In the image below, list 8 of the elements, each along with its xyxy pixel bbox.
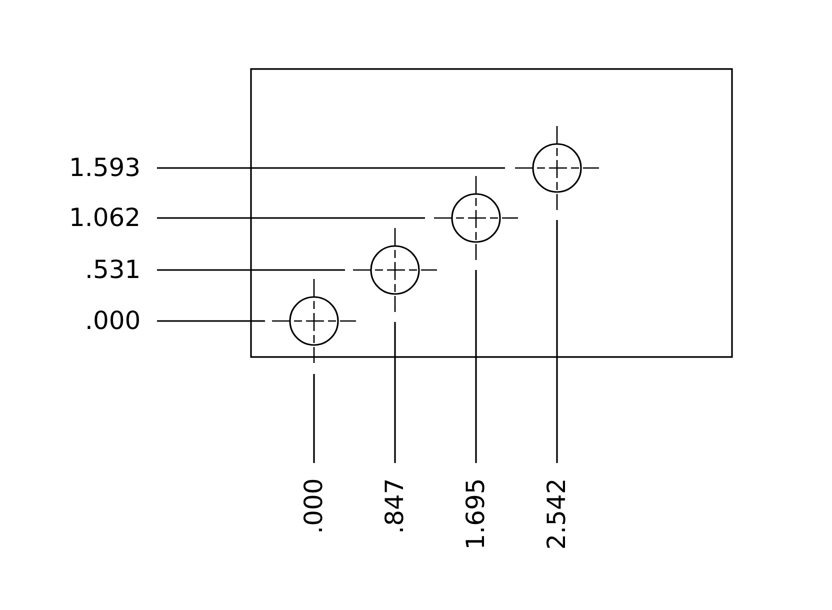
dimension-value: .531	[85, 255, 141, 285]
dimension-value: 1.695	[460, 478, 491, 550]
dimension-value: .847	[380, 478, 410, 534]
dimension-value: 1.593	[69, 153, 141, 183]
dimension-value: 2.542	[542, 478, 572, 550]
dimension-value: .000	[298, 478, 329, 534]
dimension-value: 1.062	[69, 203, 141, 233]
dimension-value: .000	[85, 306, 141, 336]
